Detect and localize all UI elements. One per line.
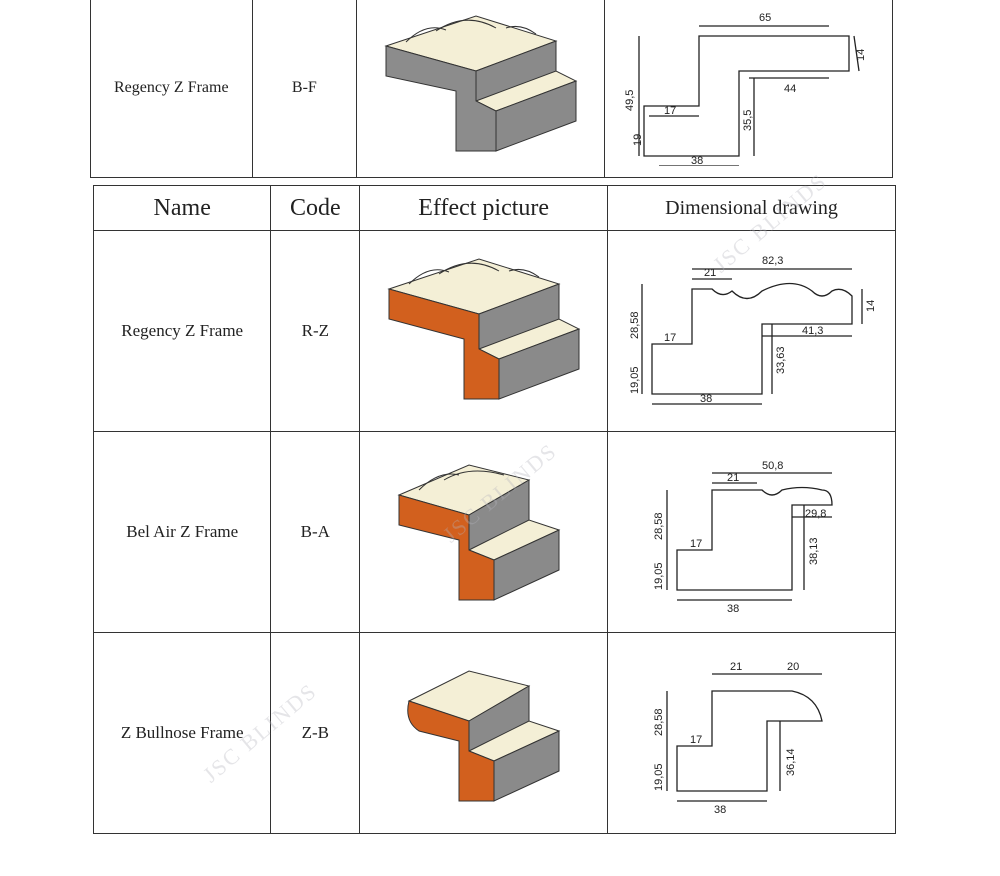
dim-label: 38 [700, 393, 712, 405]
dim-label: 19,05 [653, 562, 665, 590]
dim-label: 38 [691, 155, 703, 166]
frame-name: Regency Z Frame [90, 0, 253, 178]
table-row: Z Bullnose Frame Z-B 21 20 28,58 36,14 1… [92, 632, 896, 834]
header-effect-picture: Effect picture [359, 185, 609, 231]
dim-label: 28,58 [653, 708, 665, 736]
dim-label: 17 [690, 734, 702, 746]
dim-label: 17 [664, 105, 676, 117]
frame-3d-image [397, 463, 561, 601]
dim-label: 38,13 [808, 537, 820, 565]
dim-label: 19 [632, 133, 644, 145]
frame-spec-table: Name Code Effect picture Dimensional dra… [92, 185, 896, 834]
dim-label: 28,58 [653, 512, 665, 540]
frame-code: Z-B [270, 632, 361, 834]
header-dimensional-drawing: Dimensional drawing [607, 185, 896, 231]
dim-label: 29,8 [805, 508, 826, 520]
frame-code: R-Z [270, 230, 361, 432]
header-row: Name Code Effect picture Dimensional dra… [92, 185, 896, 231]
frame-3d-image [406, 669, 561, 802]
dim-label: 35,5 [742, 109, 754, 130]
dim-label: 36,14 [785, 748, 797, 776]
dimension-svg: 21 20 28,58 36,14 17 19,05 38 [653, 661, 823, 816]
effect-picture [359, 632, 609, 834]
header-name: Name [92, 185, 272, 231]
frame-3d-image [386, 257, 580, 400]
frame-code: B-A [270, 431, 361, 633]
frame-name: Regency Z Frame [92, 230, 272, 432]
dimension-svg: 65 14 44 49,5 35,5 17 19 38 [624, 12, 867, 167]
dimensional-drawing: 21 20 28,58 36,14 17 19,05 38 [607, 632, 896, 834]
dim-label: 14 [865, 299, 877, 311]
effect-picture [356, 0, 606, 178]
dim-label: 50,8 [762, 460, 783, 472]
effect-picture [359, 230, 609, 432]
dim-label: 38 [727, 603, 739, 615]
dim-label: 82,3 [762, 255, 783, 267]
dim-label: 21 [704, 267, 716, 279]
dimensional-drawing: 65 14 44 49,5 35,5 17 19 38 [604, 0, 893, 178]
dimension-svg: 50,8 21 29,8 28,58 38,13 17 19,05 38 [653, 460, 833, 615]
frame-name: Bel Air Z Frame [92, 431, 272, 633]
dim-label: 38 [714, 804, 726, 816]
table-row: Regency Z Frame B-F 65 14 44 49,5 35,5 1 [90, 0, 893, 178]
frame-code: B-F [251, 0, 358, 178]
header-code: Code [270, 185, 361, 231]
effect-picture [359, 431, 609, 633]
dimensional-drawing: 50,8 21 29,8 28,58 38,13 17 19,05 38 [607, 431, 896, 633]
table-row: Bel Air Z Frame B-A 50,8 21 29,8 28,58 3… [92, 431, 896, 633]
dim-label: 28,58 [629, 311, 641, 339]
dim-label: 19,05 [629, 366, 641, 394]
dim-label: 17 [664, 332, 676, 344]
dim-label: 33,63 [775, 346, 787, 374]
dim-label: 17 [690, 538, 702, 550]
dim-label: 21 [730, 661, 742, 673]
dim-label: 14 [855, 48, 867, 60]
table-row: Regency Z Frame R-Z 82,3 21 14 41,3 28,5… [92, 230, 896, 432]
dim-label: 19,05 [653, 763, 665, 791]
dim-label: 49,5 [624, 89, 636, 110]
previous-table-fragment: Regency Z Frame B-F 65 14 44 49,5 35,5 1 [90, 0, 893, 178]
dimension-svg: 82,3 21 14 41,3 28,58 33,63 17 19,05 38 [629, 255, 877, 405]
dim-label: 41,3 [802, 325, 823, 337]
frame-name: Z Bullnose Frame [92, 632, 272, 834]
dim-label: 21 [727, 472, 739, 484]
dim-label: 20 [787, 661, 799, 673]
frame-3d-image [383, 14, 577, 152]
dimensional-drawing: 82,3 21 14 41,3 28,58 33,63 17 19,05 38 [607, 230, 896, 432]
dim-label: 44 [784, 83, 796, 95]
dim-label: 65 [759, 12, 771, 24]
